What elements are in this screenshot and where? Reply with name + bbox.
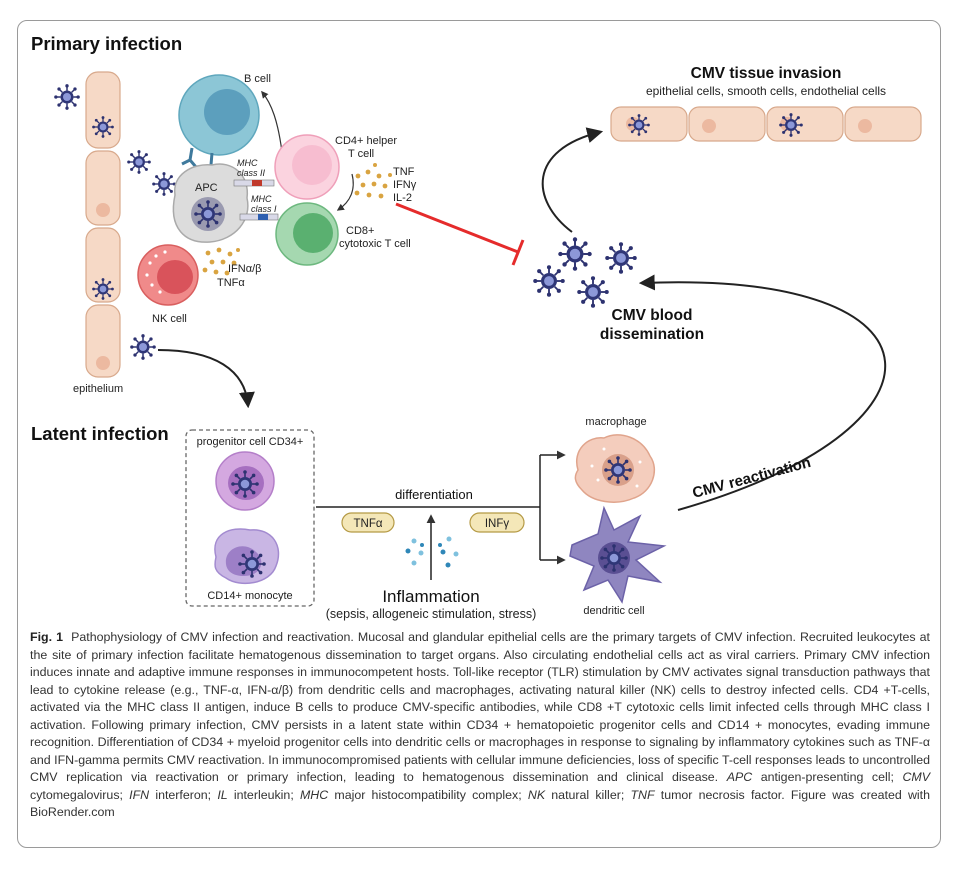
virus-icon xyxy=(533,265,565,297)
virus-icon xyxy=(600,544,628,572)
epithelium-label: epithelium xyxy=(73,383,123,395)
virus-icon xyxy=(628,114,650,136)
inflammation-dots xyxy=(405,536,459,568)
apc-label: APC xyxy=(195,182,218,194)
tissue-invasion-subtitle: epithelial cells, smooth cells, endothel… xyxy=(646,84,886,98)
abbr-term: CMV xyxy=(902,770,930,784)
arrow-to-latent xyxy=(157,349,255,409)
abbr-term: TNF xyxy=(630,787,655,802)
virus-icon xyxy=(605,242,637,274)
abbr-term: IL xyxy=(217,787,228,802)
ifn-dots xyxy=(202,247,240,276)
virus-icon xyxy=(130,334,156,360)
virus-icon xyxy=(92,278,114,300)
primary-infection-title: Primary infection xyxy=(31,33,182,54)
differentiation-label: differentiation xyxy=(395,487,473,502)
virus-icon xyxy=(231,470,259,498)
abbr-definition: natural killer; xyxy=(545,787,631,802)
b-cell xyxy=(178,74,260,173)
mhc-ii-label-a: MHC xyxy=(237,158,258,168)
cd8-t-cell xyxy=(275,202,339,266)
abbr-definition: interferon; xyxy=(149,787,218,802)
cd4-label: CD4+ helper xyxy=(335,135,397,147)
cd4-t-cell xyxy=(274,134,340,200)
reactivation-arrow xyxy=(638,274,886,511)
mhc-i-label-b: class I xyxy=(251,204,277,214)
progenitor-label: progenitor cell CD34+ xyxy=(197,436,304,448)
ifnab-label: IFNα/β xyxy=(228,263,261,275)
abbr-term: APC xyxy=(726,770,753,784)
nk-cell-label: NK cell xyxy=(152,313,187,325)
virus-icon xyxy=(92,116,114,138)
ifng-label: IFNγ xyxy=(393,179,417,191)
infg-pill-label: INFγ xyxy=(485,518,510,530)
abbr-term: NK xyxy=(527,787,546,802)
abbr-definition: cytomegalovirus; xyxy=(30,787,130,802)
blood-dissemination-label: CMV blood xyxy=(612,307,693,324)
mhc-i-label-a: MHC xyxy=(251,194,272,204)
infg-pill xyxy=(469,512,525,533)
latent-box xyxy=(185,429,315,607)
abbr-term: IFN xyxy=(129,787,150,802)
virus-icon xyxy=(54,84,80,110)
abbr-definition: interleukin; xyxy=(227,787,300,802)
il2-label: IL-2 xyxy=(393,192,412,204)
virus-icon xyxy=(152,172,176,196)
arrow-to-tissue xyxy=(541,127,604,233)
virus-icon xyxy=(238,550,266,578)
figure-frame xyxy=(17,20,941,848)
virus-icon xyxy=(779,113,803,137)
tnfa-label: TNFα xyxy=(217,277,245,289)
epithelium-column xyxy=(85,71,121,378)
figure-caption: Fig. 1 Pathophysiology of CMV infection … xyxy=(30,629,930,822)
caption-abbreviations: APC antigen-presenting cell; CMV cytomeg… xyxy=(30,770,930,802)
virus-icon xyxy=(604,456,632,484)
cd8-label: CD8+ xyxy=(346,225,374,237)
virus-icon xyxy=(558,237,592,271)
monocyte-label: CD14+ monocyte xyxy=(207,590,292,602)
blood-dissemination-label-b: dissemination xyxy=(600,326,704,343)
reactivation-label: CMV reactivation xyxy=(691,454,813,502)
tnfa-pill-label: TNFα xyxy=(353,518,382,530)
virus-icon xyxy=(194,200,222,228)
latent-infection-title: Latent infection xyxy=(31,423,169,444)
virus-icon xyxy=(127,150,151,174)
b-cell-label: B cell xyxy=(244,73,271,85)
abbr-definition: major histocompatibility complex; xyxy=(328,787,528,802)
tnfa-pill xyxy=(341,512,395,533)
inflammation-sublabel: (sepsis, allogeneic stimulation, stress) xyxy=(326,607,537,621)
abbr-definition: antigen-presenting cell; xyxy=(752,770,903,784)
mhc-connector-i xyxy=(239,213,279,221)
dendritic-label: dendritic cell xyxy=(583,605,644,617)
tissue-invasion-title: CMV tissue invasion xyxy=(691,65,842,82)
mhc-connector-ii xyxy=(233,179,275,187)
cd4-label-b: T cell xyxy=(348,148,374,160)
cytokine-dots xyxy=(354,163,392,199)
caption-text: Pathophysiology of CMV infection and rea… xyxy=(30,630,930,784)
inhibition-line xyxy=(395,202,525,266)
tissue-cells xyxy=(610,106,922,142)
caption-credit: Figure was created with BioRender.com xyxy=(30,787,930,820)
mhc-ii-label-b: class II xyxy=(237,168,266,178)
nk-cell xyxy=(137,244,199,306)
caption-label: Fig. 1 xyxy=(30,630,63,644)
figure-illustration: Primary infection Latent infection epith… xyxy=(31,33,922,621)
virus-icon xyxy=(577,276,609,308)
abbr-term: MHC xyxy=(299,787,329,802)
abbr-definition: tumor necrosis factor. xyxy=(654,787,791,802)
monocyte-cell xyxy=(214,528,280,585)
cd8-label-b: cytotoxic T cell xyxy=(339,238,411,250)
inflammation-label: Inflammation xyxy=(382,587,479,606)
macrophage-label: macrophage xyxy=(585,416,646,428)
tnf-label: TNF xyxy=(393,166,415,178)
